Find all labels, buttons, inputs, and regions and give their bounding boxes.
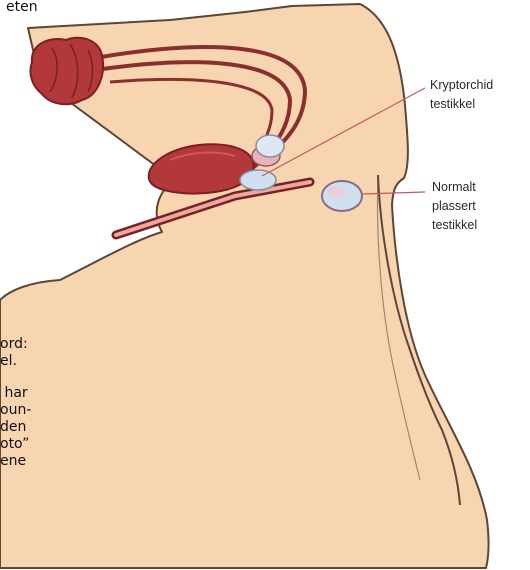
cryptorchid-testicle-lower bbox=[240, 170, 276, 190]
text-fragment-left-4: oun- bbox=[0, 402, 31, 418]
label-normal-line2: plassert bbox=[432, 197, 477, 216]
cryptorchid-testicle-upper bbox=[256, 135, 284, 157]
label-cryptorchid-line2: testikkel bbox=[430, 95, 493, 114]
normal-testicle-highlight bbox=[327, 186, 345, 198]
text-fragment-left-1: ord: bbox=[0, 336, 28, 352]
label-normal-line3: testikkel bbox=[432, 216, 477, 235]
text-fragment-left-3: har bbox=[0, 385, 28, 401]
text-fragment-left-2: el. bbox=[0, 353, 17, 369]
text-fragment-left-7: ene bbox=[0, 453, 26, 469]
label-normal-testicle: Normalt plassert testikkel bbox=[432, 178, 477, 235]
kidney bbox=[30, 38, 103, 105]
text-fragment-left-6: oto” bbox=[0, 436, 29, 452]
label-normal-line1: Normalt bbox=[432, 178, 477, 197]
text-fragment-top: eten bbox=[6, 0, 38, 15]
label-cryptorchid-line1: Kryptorchid bbox=[430, 76, 493, 95]
text-fragment-left-5: den bbox=[0, 419, 26, 435]
label-cryptorchid-testicle: Kryptorchid testikkel bbox=[430, 76, 493, 114]
